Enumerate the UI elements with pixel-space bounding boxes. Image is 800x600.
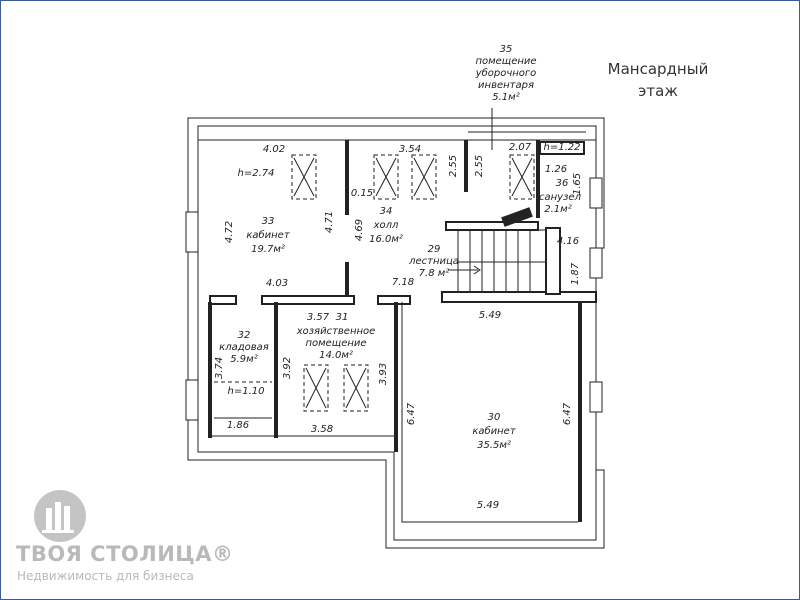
dimension-label: 3.74 (214, 357, 225, 379)
dimension-label: 1.26 (545, 164, 567, 175)
dimension-label: 2.55 (448, 155, 459, 177)
dimension-label: 4.02 (263, 144, 285, 155)
room-name: холл (373, 220, 399, 231)
brand-tagline: Недвижимость для бизнеса (17, 569, 194, 583)
brand-name: ТВОЯ СТОЛИЦА® (16, 542, 234, 566)
interior-walls (208, 140, 597, 523)
dimension-label: 3.54 (399, 144, 421, 155)
dimension-label: 1.87 (570, 262, 581, 285)
room-area: 2.1м² (544, 204, 571, 215)
dimension-label: 3.93 (378, 363, 389, 385)
room-name: кладовая (219, 342, 269, 353)
floor-title: Мансардный (608, 60, 709, 78)
room-name: санузел (539, 192, 582, 203)
room-name: кабинет (246, 229, 291, 241)
wall-windows (185, 108, 603, 421)
room-30-label: 30 кабинет 35.5м² (472, 412, 517, 451)
dimension-label: h=1.22 (544, 142, 581, 153)
room-32-label: 32 кладовая 5.9м² h=1.10 (219, 330, 269, 397)
floor-title-second-line: этаж (638, 82, 678, 100)
room-area: 14.0м² (319, 350, 353, 361)
room-29-label: 29 лестница 7.8 м² (408, 244, 459, 279)
room-number: 36 (556, 178, 569, 189)
room-number: 32 (238, 330, 251, 341)
dimension-label: 2.55 (474, 155, 485, 177)
room-name: хозяйственное (296, 326, 376, 337)
room-number: 30 (488, 412, 501, 423)
room-name: кабинет (472, 425, 517, 437)
ceiling-height: h=2.74 (238, 168, 275, 179)
room-number: 29 (428, 244, 441, 255)
staircase (448, 207, 561, 295)
roof-windows (291, 154, 535, 412)
room-33-label: h=2.74 33 кабинет 19.7м² (238, 168, 291, 255)
room-area: 5.9м² (230, 354, 257, 365)
room-name: инвентаря (478, 80, 534, 91)
room-area: 16.0м² (369, 234, 403, 245)
dimension-label: 3.92 (282, 357, 293, 379)
room-name: уборочного (475, 67, 537, 79)
room-34-label: 34 холл 16.0м² (369, 206, 403, 245)
dimension-label: 2.07 (509, 142, 532, 153)
room-number: 33 (262, 216, 275, 227)
dimension-label: 4.69 (354, 219, 365, 241)
room-name: помещение (305, 338, 366, 349)
dimension-label: 7.18 (392, 277, 414, 288)
dimension-label: 4.72 (224, 221, 235, 243)
room-area: 5.1м² (492, 92, 519, 103)
room-name: лестница (408, 256, 459, 267)
dimension-label: 3.57 (307, 312, 330, 323)
room-number: 34 (380, 206, 393, 217)
dimension-label: 4.71 (324, 211, 335, 233)
room-number: 31 (336, 312, 349, 323)
ceiling-height: h=1.10 (228, 386, 265, 397)
dimension-label: 3.58 (311, 424, 333, 435)
dimension-labels: 4.02 3.54 2.07 h=1.22 1.26 0.15 7.18 5.4… (214, 142, 583, 511)
room-36-label: 36 санузел 2.1м² (539, 178, 582, 215)
room-area: 19.7м² (251, 244, 285, 255)
dimension-label: 0.15 (351, 188, 373, 199)
dimension-label: 5.49 (479, 310, 501, 321)
dimension-label: 1.86 (227, 420, 249, 431)
dimension-label: 4.03 (266, 278, 288, 289)
room-number: 35 (500, 44, 513, 55)
room-area: 35.5м² (477, 440, 511, 451)
dimension-label: 5.49 (477, 500, 499, 511)
outer-walls (187, 117, 605, 549)
room-35-label: 35 помещение уборочного инвентаря 5.1м² (475, 44, 537, 103)
room-area: 7.8 м² (419, 268, 450, 279)
dimension-label: 6.47 (562, 402, 573, 425)
logo-building-icon (42, 502, 74, 533)
dimension-label: 4.16 (557, 236, 579, 247)
dimension-label: 1.65 (572, 173, 583, 195)
room-name: помещение (475, 56, 536, 67)
brand-logo (34, 490, 86, 542)
dimension-label: 6.47 (406, 402, 417, 425)
room-31-label: 31 хозяйственное помещение 14.0м² (296, 312, 376, 361)
